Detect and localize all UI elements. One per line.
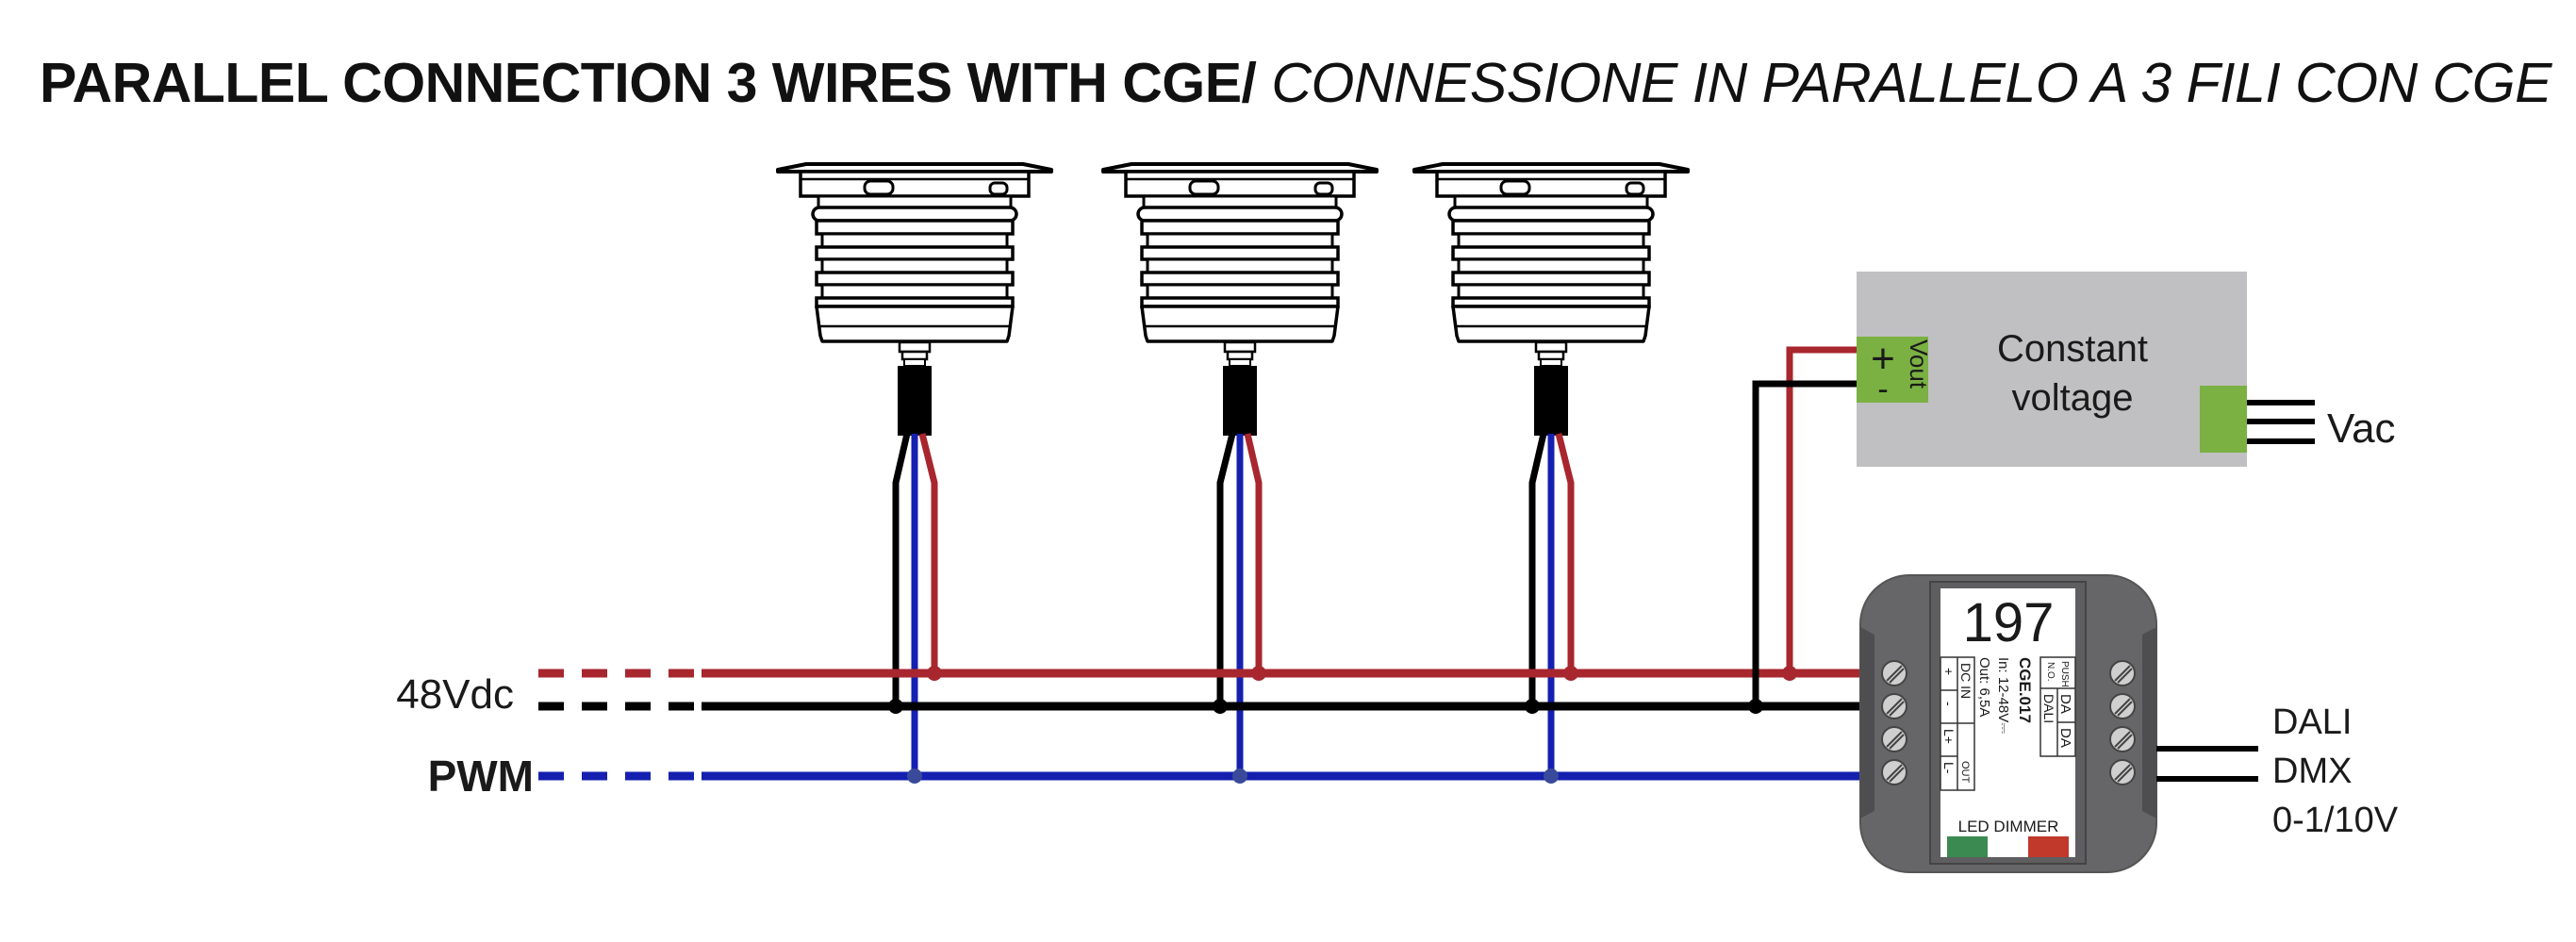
pin-minus: - (1941, 702, 1957, 706)
screw-terminal (2109, 726, 2136, 752)
junction-dot (1748, 699, 1763, 714)
junction-dot (1563, 666, 1578, 681)
pin-l-plus: L+ (1941, 729, 1957, 744)
push-label: PUSH (2059, 661, 2070, 687)
protocol-dali: DALI (2272, 702, 2352, 742)
screw-terminal (1881, 726, 1907, 752)
title-italian: CONNESSIONE IN PARALLELO A 3 FILI CON CG… (1271, 52, 2551, 114)
psu-label-line2: voltage (2012, 377, 2134, 419)
lamp-1-negative-wire (892, 433, 911, 706)
screw-terminal (1881, 759, 1907, 785)
junction-dot (1544, 768, 1559, 784)
psu-negative-wire (1752, 380, 1858, 706)
protocol-0-10v: 0-1/10V (2272, 801, 2399, 840)
out-label: OUT (1959, 761, 1971, 784)
psu-vac-label: Vac (2327, 405, 2396, 452)
dimmer-number: 197 (1963, 592, 2055, 653)
psu-vout-label: Vout (1905, 339, 1933, 389)
constant-voltage-power-supply: + - Vout Constant voltage Vac (1857, 272, 2396, 467)
title-english: PARALLEL CONNECTION 3 WIRES WITH CGE/ (40, 52, 1257, 114)
screw-terminal (1881, 693, 1907, 719)
dali-group-label: DALI (2041, 694, 2056, 723)
protocol-dmx: DMX (2272, 752, 2352, 791)
lamp-1 (776, 162, 1053, 438)
psu-label-line1: Constant (1997, 328, 2148, 370)
lamp-2-negative-wire (1216, 433, 1236, 706)
led-indicator-red (2028, 836, 2069, 857)
lamp-3 (1412, 162, 1690, 438)
input-spec-label: In: 12-48V⎓ (1995, 657, 2011, 734)
lamp-drop-wires (892, 433, 1575, 776)
led-indicator-green (1947, 836, 1988, 857)
dimmer-footer: LED DIMMER (1958, 818, 2059, 835)
psu-minus-sign: - (1877, 372, 1888, 407)
junction-dot (1251, 666, 1266, 681)
model-label: CGE.017 (2016, 657, 2034, 723)
junction-dot (1782, 666, 1797, 681)
pwm-bus-label: PWM (428, 752, 534, 801)
dc-in-label: DC IN (1958, 663, 1973, 699)
control-wires (2156, 746, 2258, 782)
power-bus-label: 48Vdc (396, 671, 514, 718)
cge-led-dimmer: 197 + - L+ L- DC IN OUT CGE.017 In: 12-4… (1859, 574, 2157, 873)
lamp-2 (1101, 162, 1379, 438)
psu-input-terminal (2200, 386, 2247, 453)
output-spec-label: Out: 6,5A (1976, 657, 1992, 717)
pin-l-minus: L- (1941, 762, 1957, 774)
psu-feed-wires (1752, 346, 1858, 706)
lamp-2-positive-wire (1244, 433, 1263, 673)
junction-dot (1525, 699, 1540, 714)
screw-terminal (2109, 759, 2136, 785)
lamp-1-positive-wire (918, 433, 938, 673)
no-label: N.O. (2045, 662, 2056, 682)
bus-dashes (538, 669, 702, 781)
pin-plus: + (1941, 668, 1957, 675)
junction-dot (1232, 768, 1247, 784)
psu-plus-sign: + (1871, 336, 1895, 382)
lamp-3-negative-wire (1528, 433, 1547, 706)
pin-da-1: DA (2057, 694, 2073, 714)
junction-dot (927, 666, 942, 681)
screw-terminal (1881, 660, 1907, 686)
junction-dot (1213, 699, 1228, 714)
lamp-3-positive-wire (1555, 433, 1575, 673)
diagram-title: PARALLEL CONNECTION 3 WIRES WITH CGE/ CO… (40, 51, 2551, 115)
bus-wires (702, 669, 1862, 781)
dimmer-screws (1881, 660, 2136, 785)
junction-dots (888, 666, 1797, 784)
pin-da-2: DA (2057, 728, 2073, 748)
screw-terminal (2109, 660, 2136, 686)
psu-output-terminal (1857, 337, 1928, 403)
junction-dot (888, 699, 903, 714)
psu-positive-wire (1786, 346, 1858, 673)
junction-dot (907, 768, 922, 784)
screw-terminal (2109, 693, 2136, 719)
